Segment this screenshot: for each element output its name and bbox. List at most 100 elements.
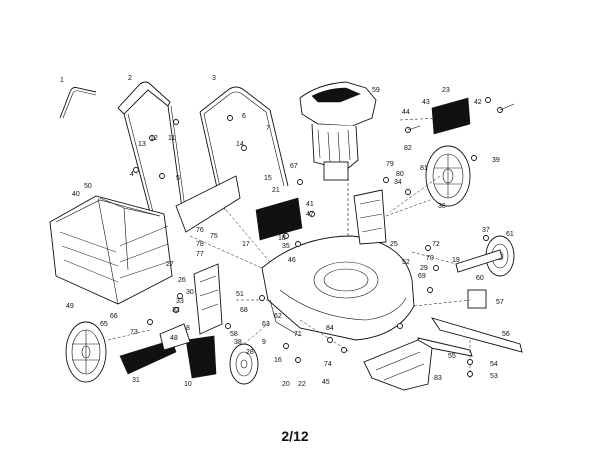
callout-42: 42 [474, 99, 482, 106]
callout-10: 10 [184, 381, 192, 388]
callout-28: 28 [246, 349, 254, 356]
callout-75: 75 [210, 233, 218, 240]
callout-30: 30 [186, 289, 194, 296]
callout-23: 23 [442, 87, 450, 94]
rear-door [119, 323, 217, 379]
height-adjuster-front [353, 189, 387, 245]
callout-27: 27 [166, 261, 174, 268]
callout-53: 53 [490, 373, 498, 380]
callout-39: 39 [492, 157, 500, 164]
callout-9: 9 [262, 339, 266, 346]
callout-60: 60 [476, 275, 484, 282]
callout-labels: 1 2 3 4 5 6 7 8 9 10 11 12 13 14 15 16 1… [60, 75, 514, 388]
callout-79: 79 [386, 161, 394, 168]
callout-70: 70 [426, 255, 434, 262]
callout-81: 81 [420, 165, 428, 172]
callout-14: 14 [236, 141, 244, 148]
callout-5: 5 [176, 175, 180, 182]
callout-71: 71 [294, 331, 302, 338]
air-filter [431, 97, 471, 135]
callout-49: 49 [66, 303, 74, 310]
callout-51: 51 [236, 291, 244, 298]
callout-62: 62 [274, 313, 282, 320]
callout-21: 21 [272, 187, 280, 194]
callout-7: 7 [266, 125, 270, 132]
callout-11: 11 [168, 135, 175, 142]
callout-41: 41 [306, 201, 314, 208]
callout-55: 55 [448, 353, 456, 360]
grass-bag [49, 195, 173, 305]
callout-29: 29 [420, 265, 428, 272]
callout-20: 20 [282, 381, 290, 388]
rear-skirt [175, 175, 241, 233]
callout-76: 76 [196, 227, 204, 234]
callout-26: 26 [178, 277, 186, 284]
callout-22: 22 [298, 381, 306, 388]
callout-35: 35 [282, 243, 290, 250]
callout-84: 84 [326, 325, 334, 332]
callout-40: 40 [72, 191, 80, 198]
callout-17: 17 [242, 241, 250, 248]
callout-50: 50 [84, 183, 92, 190]
callout-12: 12 [150, 135, 158, 142]
callout-3: 3 [212, 75, 216, 82]
callout-13: 13 [138, 141, 146, 148]
callout-68: 68 [240, 307, 248, 314]
callout-33: 33 [176, 298, 184, 305]
blade [417, 317, 523, 357]
callout-52: 52 [402, 259, 410, 266]
axle [455, 249, 503, 309]
callout-4: 4 [130, 171, 134, 178]
engine [299, 81, 377, 270]
discharge-chute [363, 339, 433, 391]
callout-37: 37 [482, 227, 490, 234]
callout-65: 65 [100, 321, 108, 328]
callout-1: 1 [60, 77, 64, 84]
upper-handle [117, 81, 186, 213]
callout-16: 16 [274, 357, 282, 364]
callout-6: 6 [242, 113, 246, 120]
callout-83: 83 [434, 375, 442, 382]
callout-32: 32 [172, 307, 180, 314]
callout-31: 31 [132, 377, 140, 384]
callout-58: 58 [230, 331, 238, 338]
callout-48: 48 [170, 335, 178, 342]
callout-63: 63 [262, 321, 270, 328]
callout-59: 59 [372, 87, 380, 94]
hardware [133, 97, 515, 377]
callout-67: 67 [290, 163, 298, 170]
callout-73: 73 [130, 329, 138, 336]
callout-66: 66 [110, 313, 118, 320]
callout-54: 54 [490, 361, 498, 368]
callout-61: 61 [506, 231, 514, 238]
front-right-wheel [425, 145, 471, 207]
callout-47: 47 [306, 211, 314, 218]
mower-deck [261, 235, 415, 341]
callout-80: 80 [396, 171, 404, 178]
callout-44: 44 [402, 109, 410, 116]
callout-19: 19 [452, 257, 460, 264]
lower-handle [199, 86, 289, 211]
page-number: 2/12 [281, 428, 309, 444]
callout-77: 77 [196, 251, 204, 258]
callout-72: 72 [432, 241, 440, 248]
callout-36: 36 [438, 203, 446, 210]
callout-74: 74 [324, 361, 332, 368]
callout-18: 18 [278, 235, 286, 242]
rear-left-wheel [65, 321, 107, 383]
callout-15: 15 [264, 175, 272, 182]
callout-82: 82 [404, 145, 412, 152]
callout-34: 34 [394, 179, 402, 186]
callout-43: 43 [422, 99, 430, 106]
callout-69: 69 [418, 273, 426, 280]
lower-handle-rod [59, 87, 97, 119]
callout-78: 78 [196, 241, 204, 248]
callout-2: 2 [128, 75, 132, 82]
callout-45: 45 [322, 379, 330, 386]
callout-57: 57 [496, 299, 504, 306]
callout-8: 8 [186, 325, 190, 332]
callout-25: 25 [390, 241, 398, 248]
height-adjuster-left [193, 263, 223, 335]
callout-38: 38 [234, 339, 242, 346]
